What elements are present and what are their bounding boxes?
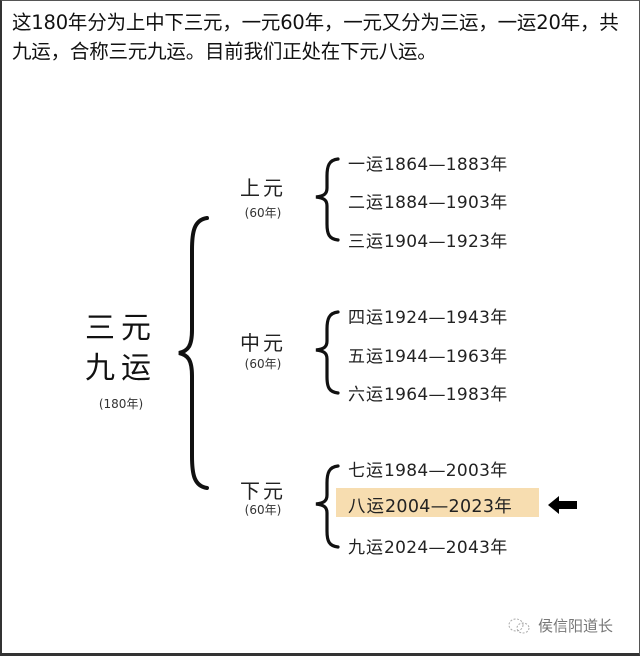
- period-item: 六运1964—1983年: [348, 385, 508, 405]
- intro-paragraph: 这180年分为上中下三元，一元60年，一元又分为三运，一运20年，共九运，合称三…: [12, 11, 619, 63]
- wechat-icon: [508, 618, 530, 633]
- period-item: 五运1944—1963年: [348, 347, 508, 367]
- period-item: 三运1904—1923年: [348, 232, 508, 252]
- root-title-line1: 三元: [85, 311, 157, 346]
- root-subtitle: (180年): [98, 397, 144, 411]
- period-item: 一运1864—1883年: [348, 155, 508, 175]
- group-subtitle: (60年): [244, 206, 282, 220]
- left-arrow-icon: [548, 496, 577, 514]
- group-label-xiayuan: 下元: [240, 479, 286, 503]
- period-item: 九运2024—2043年: [348, 538, 508, 558]
- root-title-line2: 九运: [85, 351, 157, 386]
- period-item: 四运1924—1943年: [348, 308, 508, 328]
- group-subtitle: (60年): [244, 357, 282, 371]
- watermark-text: 侯信阳道长: [538, 617, 614, 635]
- group-label-shangyuan: 上元: [240, 176, 286, 200]
- period-item: 七运1984—2003年: [348, 461, 508, 481]
- group-brace-icon: [315, 464, 340, 549]
- current-period-highlight: [336, 488, 539, 517]
- group-subtitle: (60年): [244, 503, 282, 517]
- root-brace-icon: [178, 216, 209, 490]
- group-label-zhongyuan: 中元: [240, 331, 286, 355]
- group-brace-icon: [315, 310, 340, 395]
- watermark: 侯信阳道长: [508, 615, 613, 636]
- group-brace-icon: [315, 157, 340, 242]
- period-item: 二运1884—1903年: [348, 193, 508, 213]
- current-period-item: 八运2004—2023年: [348, 497, 513, 517]
